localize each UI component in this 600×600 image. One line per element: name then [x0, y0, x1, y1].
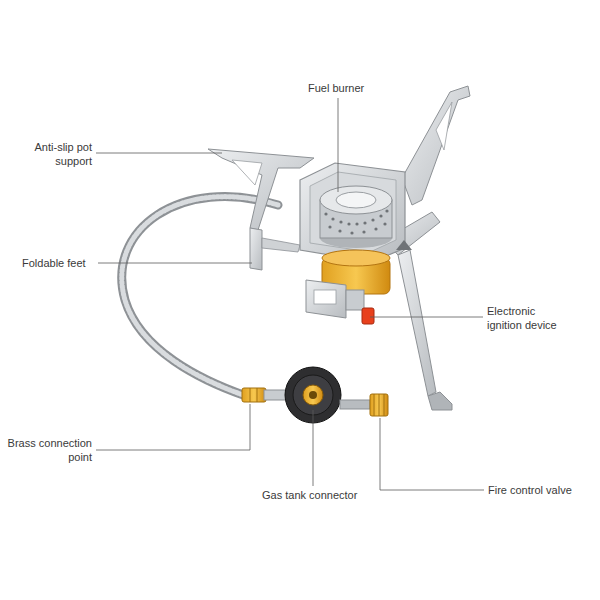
burner-housing: [300, 163, 405, 262]
gas-tank-connector: [264, 367, 341, 423]
part-label: Foldable feet: [22, 256, 86, 270]
leader-line: [370, 317, 483, 318]
part-label: Gas tank connector: [262, 488, 357, 502]
brass-fitting: [242, 388, 266, 402]
leader-line: [338, 98, 339, 192]
burner-head: [320, 186, 412, 250]
igniter-bracket: [306, 280, 374, 324]
part-label: Fuel burner: [308, 81, 364, 95]
leader-line: [313, 410, 314, 486]
part-label: Fire control valve: [488, 483, 572, 497]
part-label: Anti-slip pot support: [28, 140, 92, 168]
leader-lines: [96, 98, 484, 490]
pot-support-left: [208, 149, 314, 270]
leader-line: [98, 263, 252, 264]
part-label: Brass connection point: [2, 436, 92, 464]
leader-line: [96, 153, 222, 154]
foldable-leg-right: [398, 250, 452, 410]
part-label: Electronic ignition device: [487, 304, 571, 332]
leader-line: [380, 418, 484, 490]
fire-control-valve: [340, 394, 388, 416]
leader-line: [96, 404, 250, 450]
